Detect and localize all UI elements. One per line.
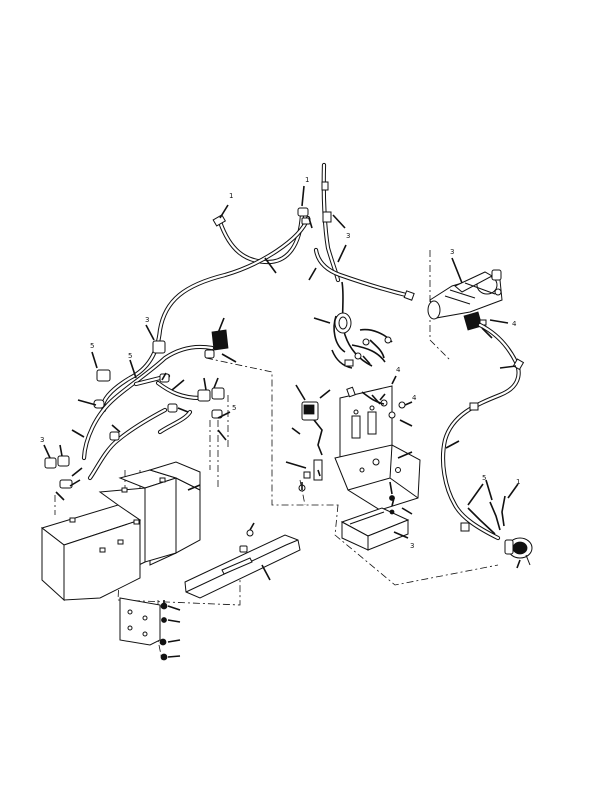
right-cable (440, 322, 525, 541)
callout-label: 5 (482, 474, 486, 482)
callout-label: 3 (346, 232, 350, 240)
callout-label: 1 (305, 176, 309, 184)
callout-label: 5 (90, 342, 94, 350)
callout-label: 1 (516, 478, 520, 486)
conduit-harness (313, 162, 415, 369)
leader-arrows (43, 185, 521, 658)
battery-bank (40, 461, 201, 602)
callout-label: 1 (229, 192, 233, 200)
callout-label: 3 (145, 316, 149, 324)
battery-disconnect-switch (504, 537, 533, 566)
callout-label: 3 (410, 542, 414, 550)
control-module (340, 495, 410, 551)
callout-label: 3 (450, 248, 454, 256)
battery-holddown-bracket (119, 529, 301, 661)
starter-motor (427, 269, 503, 331)
callout-label: 5 (232, 404, 236, 412)
terminal-boots (44, 329, 229, 489)
callout-label: 5 (128, 352, 132, 360)
callout-label: 3 (40, 436, 44, 444)
callout-label: 4 (396, 366, 401, 374)
callout-labels: 1 1 3 3 4 5 1 5 3 3 5 4 4 5 3 (40, 176, 520, 550)
relay-mounting-bracket (298, 385, 421, 511)
callout-label: 4 (412, 394, 417, 402)
callout-label: 4 (512, 320, 517, 328)
